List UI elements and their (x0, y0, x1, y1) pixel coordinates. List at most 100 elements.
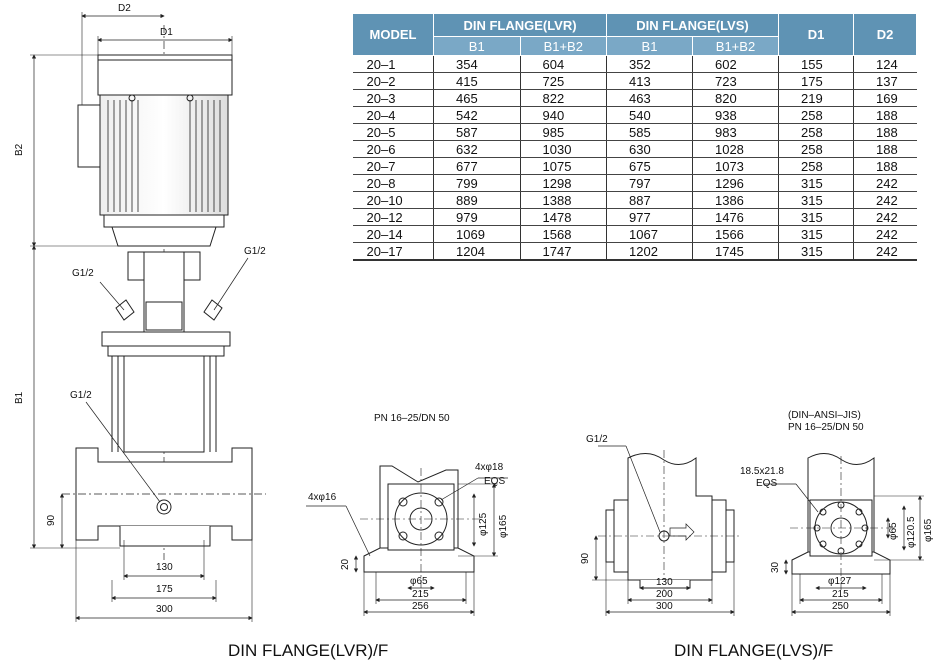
cell-lvr-b1: 465 (433, 89, 520, 107)
cell-d2: 242 (853, 174, 917, 192)
cell-d2: 188 (853, 140, 917, 158)
model-header: MODEL (352, 13, 434, 56)
lvs-h90-label: 90 (580, 552, 591, 564)
h90-label: 90 (46, 514, 57, 526)
lvs-side-view (592, 445, 742, 616)
lvr-w256-label: 256 (412, 601, 429, 612)
cell-lvs-b1: 540 (606, 106, 693, 124)
cell-model: 20–8 (352, 174, 434, 192)
cell-lvs-b1: 977 (606, 208, 693, 226)
cell-model: 20–5 (352, 123, 434, 141)
d2-label: D2 (118, 3, 131, 14)
lvs-w200-label: 200 (656, 589, 673, 600)
lvr-b1b2-header: B1+B2 (519, 36, 608, 56)
w130-label: 130 (156, 562, 173, 573)
cell-lvs-b1: 463 (606, 89, 693, 107)
cell-lvs-b1: 630 (606, 140, 693, 158)
cell-lvs-b1: 887 (606, 191, 693, 209)
lvs-w215-label: 215 (832, 589, 849, 600)
w300-label: 300 (156, 604, 173, 615)
lvs-base-plan (764, 453, 924, 616)
cell-d2: 242 (853, 191, 917, 209)
lvs-side-labels: G1/2 90 130 200 300 (580, 434, 673, 612)
cell-lvr-b1b2: 1568 (519, 225, 607, 243)
d1-header: D1 (778, 13, 854, 56)
cell-model: 20–4 (352, 106, 434, 124)
cell-lvr-b1: 1069 (433, 225, 520, 243)
cell-lvs-b1: 413 (606, 72, 693, 90)
cell-lvr-b1: 415 (433, 72, 520, 90)
cell-lvr-b1: 354 (433, 55, 520, 73)
cell-model: 20–12 (352, 208, 434, 226)
cell-lvr-b1b2: 725 (519, 72, 607, 90)
cell-lvr-b1: 677 (433, 157, 520, 175)
cell-d1: 219 (778, 89, 854, 107)
cell-lvs-b1b2: 938 (691, 106, 779, 124)
cell-d1: 315 (778, 208, 854, 226)
cell-model: 20–14 (352, 225, 434, 243)
cell-lvr-b1b2: 940 (519, 106, 607, 124)
cell-lvs-b1b2: 723 (691, 72, 779, 90)
cell-model: 20–10 (352, 191, 434, 209)
b1-label: B1 (14, 391, 25, 404)
lvs-slot-label: 18.5x21.8 (740, 466, 784, 477)
lvr-phi65-label: φ65 (410, 576, 428, 587)
lvr-base-labels: PN 16–25/DN 50 4xφ18 EQS 4xφ16 φ125 φ165… (308, 413, 509, 612)
cell-d2: 188 (853, 106, 917, 124)
cell-model: 20–2 (352, 72, 434, 90)
cell-lvs-b1b2: 1476 (691, 208, 779, 226)
cell-lvr-b1b2: 985 (519, 123, 607, 141)
cell-lvr-b1b2: 604 (519, 55, 607, 73)
cell-lvr-b1: 1204 (433, 242, 520, 261)
cell-lvs-b1b2: 1386 (691, 191, 779, 209)
cell-lvs-b1: 675 (606, 157, 693, 175)
lvs-spec2-label: PN 16–25/DN 50 (788, 422, 864, 433)
cell-lvr-b1: 979 (433, 208, 520, 226)
cell-lvr-b1b2: 1030 (519, 140, 607, 158)
pump-elevation-view (30, 12, 266, 622)
lvr-holes-label: 4xφ16 (308, 492, 337, 503)
cell-d2: 124 (853, 55, 917, 73)
d2-header: D2 (853, 13, 917, 56)
cell-lvr-b1b2: 1478 (519, 208, 607, 226)
b2-label: B2 (14, 143, 25, 156)
lvr-phi125-label: φ125 (478, 512, 489, 536)
lvr-b1-header: B1 (433, 36, 521, 56)
cell-lvs-b1b2: 602 (691, 55, 779, 73)
cell-d2: 188 (853, 123, 917, 141)
lvs-spec1-label: (DIN–ANSI–JIS) (788, 410, 861, 421)
cell-d2: 242 (853, 242, 917, 261)
cell-d1: 175 (778, 72, 854, 90)
cell-lvr-b1: 889 (433, 191, 520, 209)
lvs-b1b2-header: B1+B2 (691, 36, 780, 56)
cell-model: 20–1 (352, 55, 434, 73)
cell-lvs-b1b2: 1566 (691, 225, 779, 243)
lvs-eqs-label: EQS (756, 478, 777, 489)
cell-lvr-b1: 632 (433, 140, 520, 158)
lvr-phi165-label: φ165 (498, 514, 509, 538)
cell-lvr-b1: 542 (433, 106, 520, 124)
lvr-h20-label: 20 (340, 558, 351, 570)
lvs-phi165-label: φ165 (923, 518, 934, 542)
cell-d1: 258 (778, 140, 854, 158)
g-right-label: G1/2 (244, 246, 266, 257)
lvs-b1-header: B1 (606, 36, 693, 56)
g-left-label: G1/2 (72, 268, 94, 279)
caption-lvs: DIN FLANGE(LVS)/F (674, 641, 833, 660)
caption-lvr: DIN FLANGE(LVR)/F (228, 641, 388, 660)
lvs-phi65-label: φ65 (888, 522, 899, 540)
cell-lvs-b1: 1067 (606, 225, 693, 243)
cell-d2: 242 (853, 208, 917, 226)
cell-model: 20–6 (352, 140, 434, 158)
